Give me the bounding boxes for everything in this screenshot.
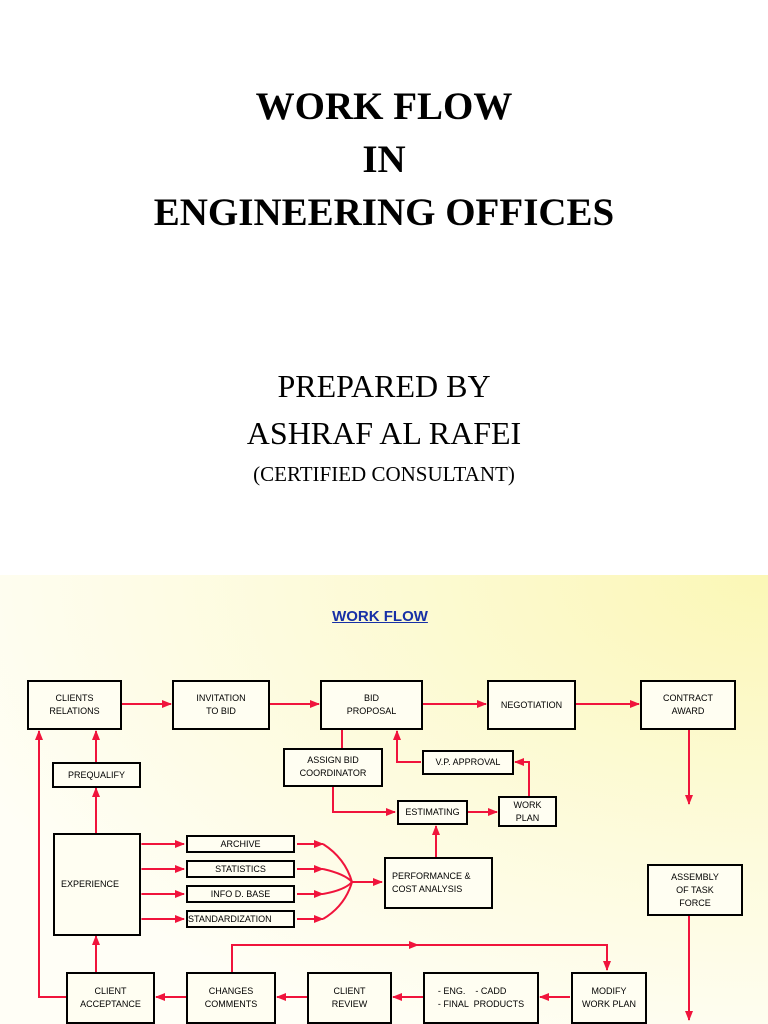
arrow-vp-to-bid [393,730,421,763]
box-performance-cost-analysis: PERFORMANCE & COST ANALYSIS [384,857,493,909]
box-experience: EXPERIENCE [53,833,141,936]
arrow-acceptance-to-clients [35,730,67,998]
box-contract-award: CONTRACT AWARD [640,680,736,730]
arrow-workplan-to-vp [514,758,530,797]
title-line-3: ENGINEERING OFFICES [153,191,615,234]
box-clients-relations: CLIENTS RELATIONS [27,680,122,730]
author-credential: (CERTIFIED CONSULTANT) [253,462,515,486]
box-estimating: ESTIMATING [397,800,468,825]
box-prequalify: PREQUALIFY [52,762,141,788]
prepared-by-label: PREPARED BY [277,368,491,404]
merge-curves [322,843,353,920]
box-info-d-base: INFO D. BASE [186,885,295,903]
box-negotiation: NEGOTIATION [487,680,576,730]
box-client-acceptance: CLIENT ACCEPTANCE [66,972,155,1024]
box-assembly-of-task-force: ASSEMBLY OF TASK FORCE [647,864,743,916]
box-invitation-to-bid: INVITATION TO BID [172,680,270,730]
box-work-plan: WORK PLAN [498,796,557,827]
arrow-changes-to-modify-loop [231,944,611,972]
workflow-panel [0,575,768,1024]
title-line-2: IN [362,138,406,181]
box-statistics: STATISTICS [186,860,295,878]
box-assign-bid-coordinator: ASSIGN BID COORDINATOR [283,748,383,787]
title-line-1: WORK FLOW [255,85,513,128]
author-block: PREPARED BY ASHRAF AL RAFEI (CERTIFIED C… [0,363,768,491]
box-bid-proposal: BID PROPOSAL [320,680,423,730]
box-archive: ARCHIVE [186,835,295,853]
arrow-assign-to-estimating [332,786,396,816]
workflow-heading: WORK FLOW [332,608,428,625]
box-modify-work-plan: MODIFY WORK PLAN [571,972,647,1024]
box-eng-cadd-final-products: - ENG. - CADD - FINAL PRODUCTS [423,972,539,1024]
box-changes-comments: CHANGES COMMENTS [186,972,276,1024]
title-block: WORK FLOW IN ENGINEERING OFFICES [0,80,768,239]
author-name: ASHRAF AL RAFEI [246,415,522,451]
box-standardization: STANDARDIZATION [186,910,295,928]
box-client-review: CLIENT REVIEW [307,972,392,1024]
box-vp-approval: V.P. APPROVAL [422,750,514,775]
